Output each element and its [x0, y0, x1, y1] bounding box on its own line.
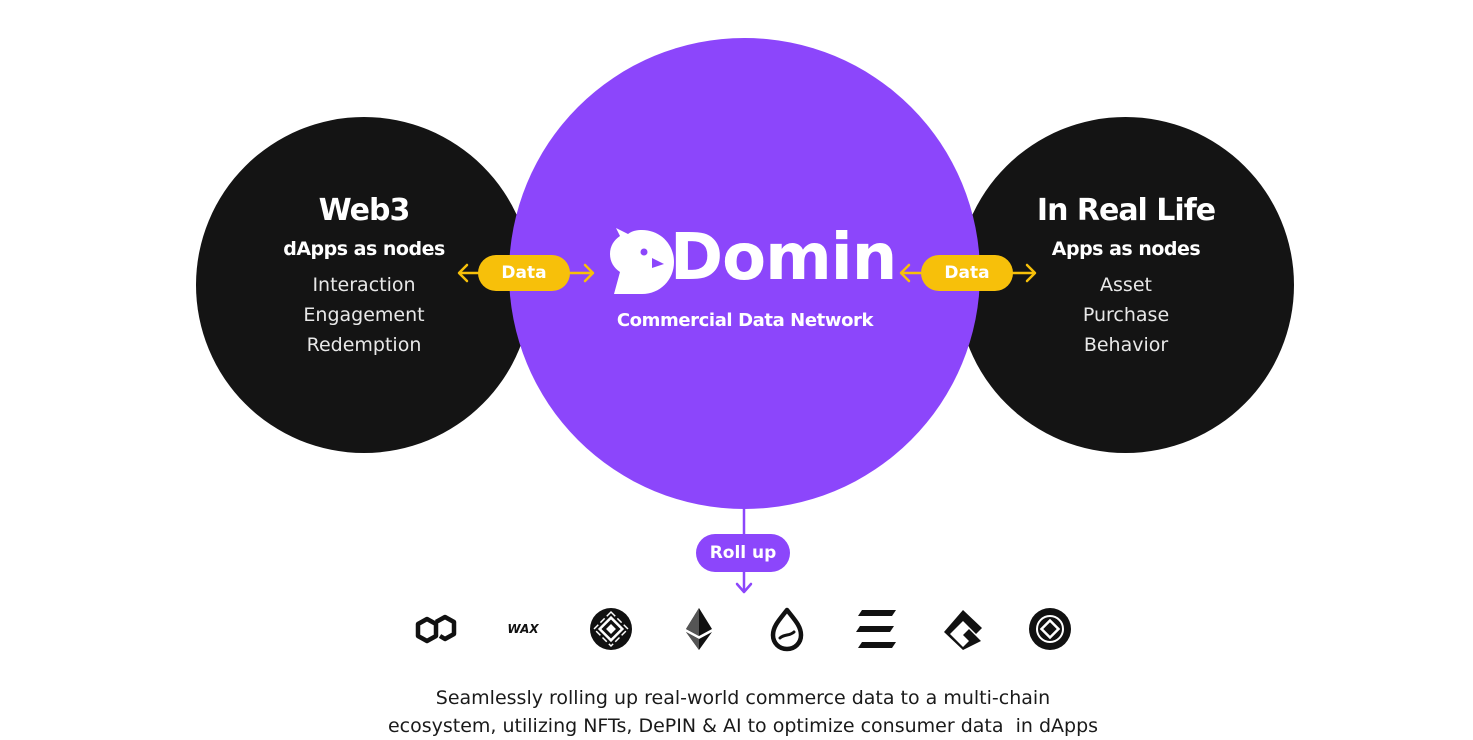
- irl-subtitle: Apps as nodes: [1051, 238, 1201, 260]
- sui-icon: [770, 607, 804, 652]
- irl-item: Purchase: [1082, 304, 1170, 326]
- web3-node-circle: [196, 117, 532, 453]
- caption-line: ecosystem, utilizing NFTs, DePIN & AI to…: [387, 715, 1099, 737]
- web3-item: Interaction: [312, 274, 416, 296]
- irl-node-content: In Real Life Apps as nodes Asset Purchas…: [966, 192, 1286, 360]
- irl-node-circle: [957, 117, 1294, 453]
- caption-line: Seamlessly rolling up real-world commerc…: [435, 687, 1051, 709]
- solana-icon: [856, 610, 896, 648]
- domin-bird-icon: [610, 228, 674, 294]
- rollup-label: Roll up: [696, 534, 790, 572]
- irl-item: Asset: [1100, 274, 1152, 296]
- wax-icon: WAX: [507, 622, 539, 636]
- irl-title: In Real Life: [1036, 193, 1216, 228]
- web3-node-content: Web3 dApps as nodes Interaction Engageme…: [204, 192, 524, 360]
- right-data-label: Data: [921, 255, 1013, 291]
- bnb-chain-icon: [590, 608, 632, 650]
- web3-items: Interaction Engagement Redemption: [204, 270, 524, 360]
- domin-logo: Domin: [606, 221, 897, 296]
- opbnb-icon: [1029, 608, 1071, 650]
- web3-item: Engagement: [303, 304, 425, 326]
- left-data-label: Data: [478, 255, 570, 291]
- web3-item: Redemption: [306, 334, 422, 356]
- domin-tagline: Commercial Data Network: [616, 310, 874, 331]
- irl-item: Behavior: [1083, 334, 1169, 356]
- web3-title: Web3: [318, 193, 411, 228]
- svg-text:WAX: WAX: [507, 622, 539, 636]
- web3-subtitle: dApps as nodes: [283, 238, 445, 260]
- polygon-icon: [415, 614, 457, 644]
- chain-logos-row: WAX: [0, 606, 1473, 652]
- ethereum-icon: [686, 608, 712, 650]
- irl-items: Asset Purchase Behavior: [966, 270, 1286, 360]
- domin-wordmark: Domin: [670, 221, 897, 295]
- conflux-icon: [944, 610, 982, 650]
- caption: Seamlessly rolling up real-world commerc…: [300, 684, 1186, 740]
